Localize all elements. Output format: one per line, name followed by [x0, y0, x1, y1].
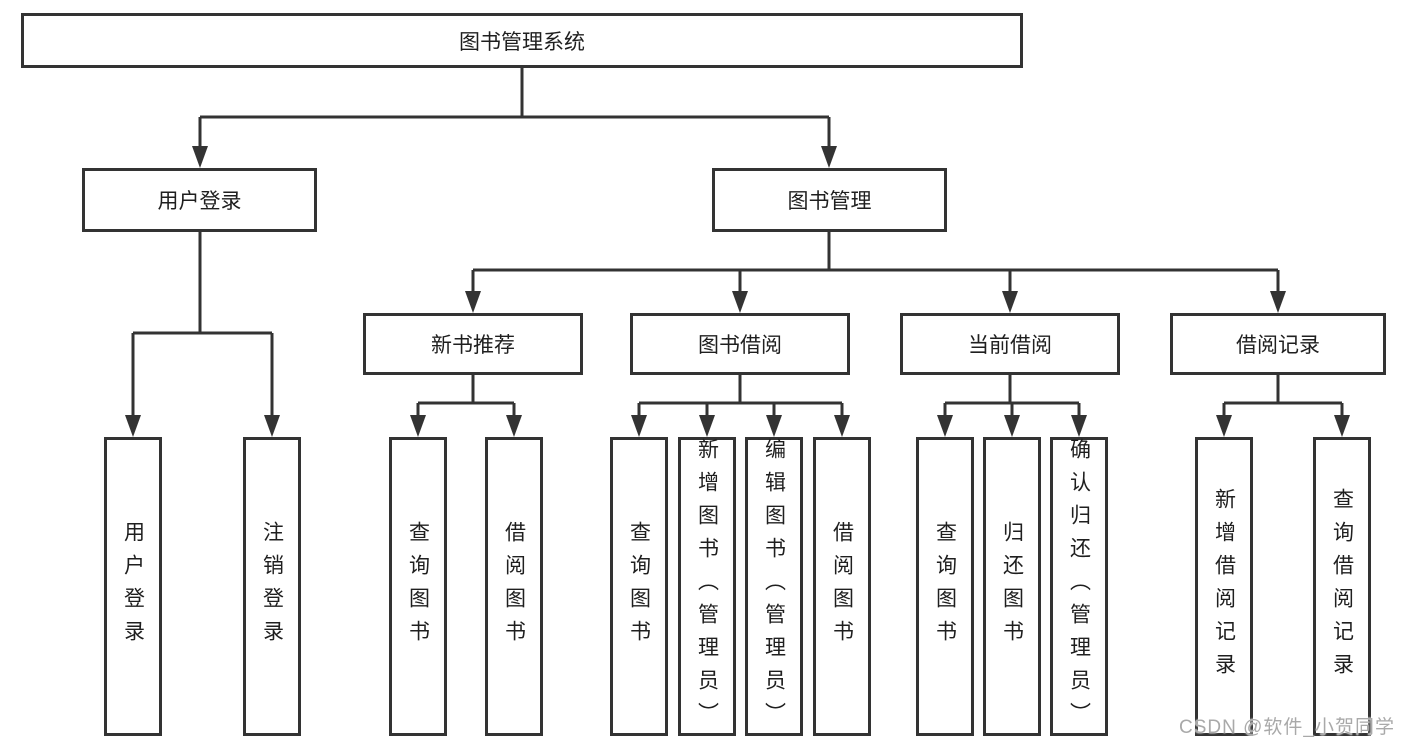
node-borrowing-records: 借阅记录 [1170, 313, 1386, 375]
leaf-query-books-borrow: 查询图书 [610, 437, 668, 736]
leaf-query-books-newbook: 查询图书 [389, 437, 447, 736]
leaf-borrow-books-newbook-label: 借阅图书 [502, 520, 526, 653]
csdn-watermark: CSDN @软件_小贺同学 [1179, 717, 1395, 738]
node-book-borrowing: 图书借阅 [630, 313, 850, 375]
arrowheads-borrow-record-to-leaves [1216, 415, 1350, 437]
leaf-query-borrow-record-label: 查询借阅记录 [1330, 487, 1354, 686]
leaf-user-login: 用户登录 [104, 437, 162, 736]
leaf-query-books-borrow-label: 查询图书 [627, 520, 651, 653]
leaf-add-borrow-record: 新增借阅记录 [1195, 437, 1253, 736]
leaf-return-book: 归还图书 [983, 437, 1041, 736]
arrowheads-current-borrow-to-leaves [937, 415, 1087, 437]
leaf-confirm-return-admin: 确认归还（管理员） [1050, 437, 1108, 736]
connector-borrow-record-to-leaves [1222, 375, 1344, 417]
leaf-edit-book-admin: 编辑图书（管理员） [745, 437, 803, 736]
node-library-management-system: 图书管理系统 [21, 13, 1023, 68]
leaf-query-books-newbook-label: 查询图书 [406, 520, 430, 653]
arrowheads-book-management-to-level3 [465, 291, 1286, 313]
leaf-logout-login: 注销登录 [243, 437, 301, 736]
node-new-book-recommendation: 新书推荐 [363, 313, 583, 375]
arrowheads-root-to-level2 [192, 146, 837, 168]
arrowheads-user-login-to-leaves [125, 415, 280, 437]
arrowheads-book-borrow-to-leaves [631, 415, 850, 437]
leaf-add-borrow-record-label: 新增借阅记录 [1212, 487, 1236, 686]
node-book-management: 图书管理 [712, 168, 947, 232]
connector-book-borrow-to-leaves [637, 375, 844, 417]
connector-new-book-to-leaves [416, 375, 516, 417]
leaf-borrow-books-borrow: 借阅图书 [813, 437, 871, 736]
leaf-add-book-admin-label: 新增图书（管理员） [695, 438, 719, 735]
connector-root-to-level2 [198, 68, 831, 149]
leaf-query-books-current: 查询图书 [916, 437, 974, 736]
connector-current-borrow-to-leaves [943, 375, 1081, 417]
leaf-borrow-books-borrow-label: 借阅图书 [830, 520, 854, 653]
leaf-borrow-books-newbook: 借阅图书 [485, 437, 543, 736]
connector-user-login-to-leaves [131, 232, 274, 417]
node-user-login: 用户登录 [82, 168, 317, 232]
leaf-confirm-return-admin-label: 确认归还（管理员） [1067, 438, 1091, 735]
node-current-borrowing: 当前借阅 [900, 313, 1120, 375]
arrowheads-new-book-to-leaves [410, 415, 522, 437]
leaf-return-book-label: 归还图书 [1000, 520, 1024, 653]
leaf-query-books-current-label: 查询图书 [933, 520, 957, 653]
leaf-user-login-label: 用户登录 [121, 520, 145, 653]
leaf-query-borrow-record: 查询借阅记录 [1313, 437, 1371, 736]
connector-book-management-to-level3 [471, 232, 1280, 293]
leaf-add-book-admin: 新增图书（管理员） [678, 437, 736, 736]
leaf-edit-book-admin-label: 编辑图书（管理员） [762, 438, 786, 735]
leaf-logout-login-label: 注销登录 [260, 520, 284, 653]
